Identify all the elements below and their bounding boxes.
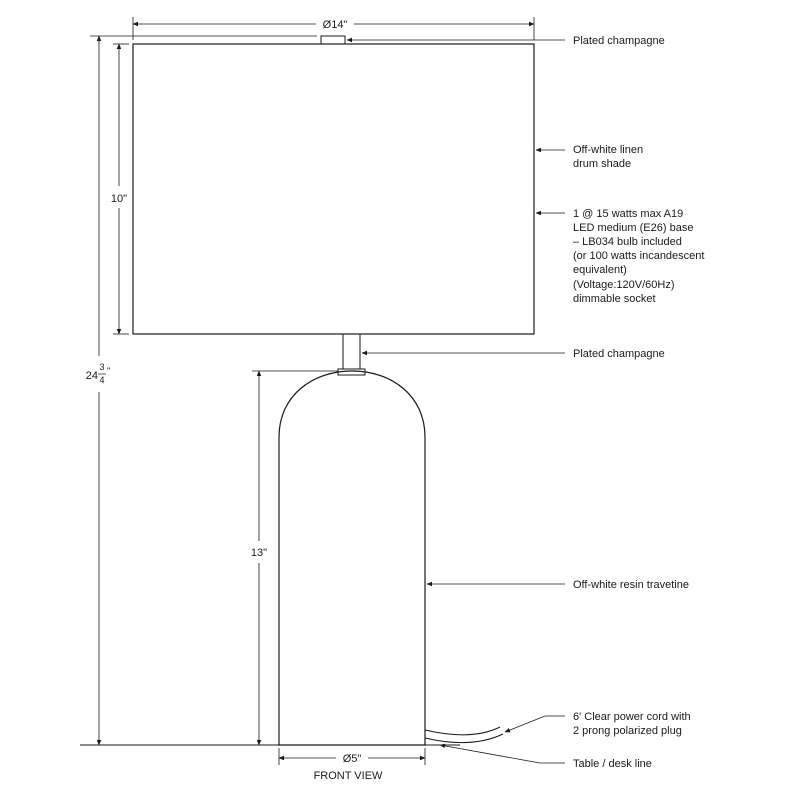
body-callout: Off-white resin travetine (573, 579, 689, 591)
svg-text:dimmable socket: dimmable socket (573, 293, 656, 305)
lamp-body (278, 370, 426, 746)
view-label: FRONT VIEW (314, 770, 383, 782)
svg-text:– LB034 bulb included: – LB034 bulb included (573, 236, 682, 248)
cord-callout: 6' Clear power cord with 2 prong polariz… (573, 711, 691, 737)
svg-text:Off-white linen: Off-white linen (573, 144, 643, 156)
svg-text:drum shade: drum shade (573, 158, 631, 170)
svg-text:(or 100 watts incandescent: (or 100 watts incandescent (573, 250, 704, 262)
finial-callout: Plated champagne (573, 35, 665, 47)
table-leader (439, 743, 565, 764)
svg-text:equivalent): equivalent) (573, 264, 627, 276)
cord-leader (504, 715, 565, 733)
finial (320, 35, 346, 45)
overall-height-label: 24 3 4 " (86, 362, 110, 385)
svg-text:6' Clear power cord with: 6' Clear power cord with (573, 711, 691, 723)
power-cord-back (424, 733, 504, 743)
bulb-callout: 1 @ 15 watts max A19 LED medium (E26) ba… (573, 208, 704, 305)
neck-callout: Plated champagne (573, 348, 665, 360)
drum-shade (132, 43, 535, 335)
shade-callout: Off-white linen drum shade (573, 144, 643, 170)
svg-text:4: 4 (99, 375, 104, 385)
table-callout: Table / desk line (573, 758, 652, 770)
svg-text:LED medium (E26) base: LED medium (E26) base (573, 222, 693, 234)
power-cord (424, 726, 501, 736)
svg-text:24: 24 (86, 370, 98, 382)
svg-text:2 prong polarized plug: 2 prong polarized plug (573, 725, 682, 737)
svg-text:3: 3 (99, 362, 104, 372)
base-height-label: 13" (251, 547, 267, 559)
svg-text:(Voltage:120V/60Hz): (Voltage:120V/60Hz) (573, 279, 675, 291)
svg-text:1 @ 15 watts max A19: 1 @ 15 watts max A19 (573, 208, 683, 220)
shade-diameter-label: Ø14" (323, 19, 348, 31)
base-diameter-label: Ø5" (343, 753, 362, 765)
shade-height-label: 10" (111, 193, 127, 205)
svg-text:": " (107, 366, 110, 376)
neck (342, 333, 361, 370)
